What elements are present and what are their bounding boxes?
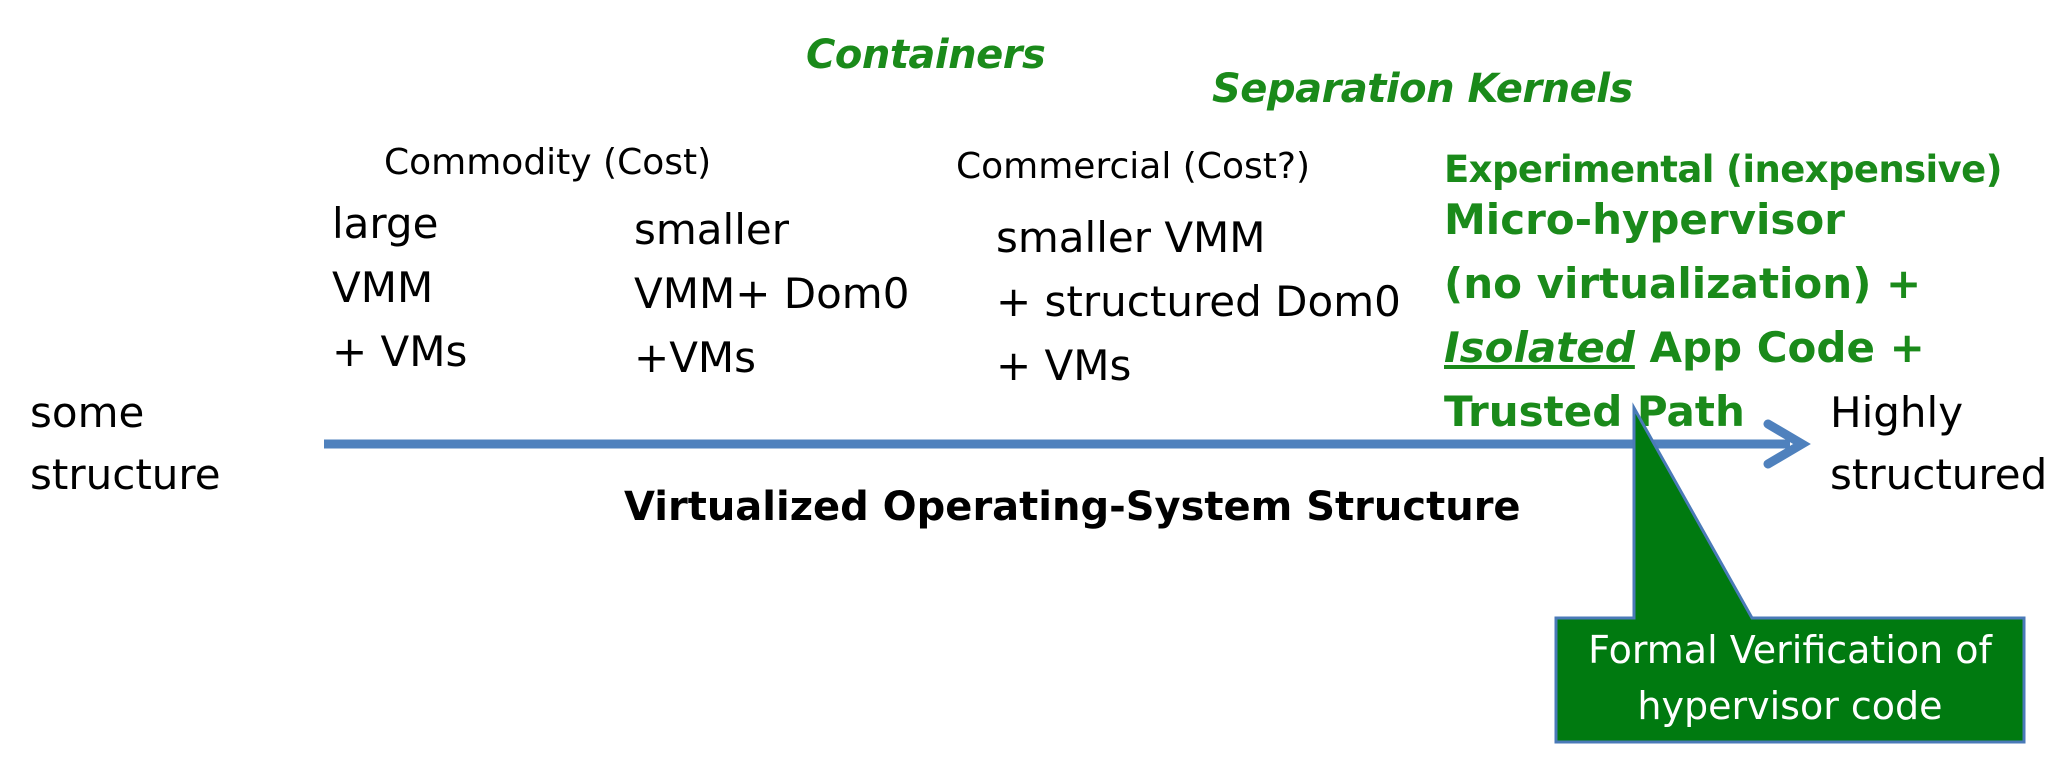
stack-structured-line: + structured Dom0 bbox=[996, 277, 1401, 326]
callout-box bbox=[1554, 402, 2026, 744]
micro-line-1: Micro-hypervisor bbox=[1444, 195, 1845, 244]
stack-structured-dom0: smaller VMM + structured Dom0 + VMs bbox=[996, 206, 1401, 398]
category-experimental: Experimental (inexpensive) bbox=[1444, 148, 2003, 191]
stack-smaller-line: VMM+ Dom0 bbox=[634, 269, 910, 318]
isolated-emphasis: Isolated bbox=[1444, 323, 1635, 372]
stack-large-vmm: large VMM + VMs bbox=[332, 192, 467, 384]
stack-large-line: + VMs bbox=[332, 327, 468, 376]
containers-heading: Containers bbox=[806, 32, 1046, 78]
stack-structured-line: + VMs bbox=[996, 341, 1132, 390]
stack-micro-hypervisor: Micro-hypervisor (no virtualization) + I… bbox=[1444, 188, 1925, 444]
axis-left-line: some bbox=[30, 388, 145, 437]
category-commodity: Commodity (Cost) bbox=[384, 142, 712, 183]
micro-line-2: (no virtualization) + bbox=[1444, 259, 1922, 308]
callout-formal-verification: Formal Verification of hypervisor code bbox=[1588, 628, 1992, 728]
axis-left-line: structure bbox=[30, 450, 221, 499]
separation-kernels-heading: Separation Kernels bbox=[1212, 66, 1633, 112]
stack-structured-line: smaller VMM bbox=[996, 213, 1266, 262]
stack-large-line: large bbox=[332, 199, 439, 248]
micro-line-3: Isolated App Code + bbox=[1444, 316, 1925, 380]
arrow-head bbox=[1763, 419, 1811, 469]
category-commercial: Commercial (Cost?) bbox=[956, 146, 1310, 187]
stack-smaller-vmm-dom0: smaller VMM+ Dom0 +VMs bbox=[634, 198, 909, 390]
axis-right-line: structured bbox=[1830, 450, 2048, 499]
axis-title: Virtualized Operating-System Structure bbox=[624, 484, 1521, 530]
micro-line-4: Trusted Path bbox=[1444, 387, 1745, 436]
axis-left-label: some structure bbox=[30, 382, 221, 506]
stack-smaller-line: +VMs bbox=[634, 333, 757, 382]
stack-smaller-line: smaller bbox=[634, 205, 789, 254]
axis-right-label: Highly structured bbox=[1830, 382, 2047, 506]
axis-right-line: Highly bbox=[1830, 388, 1964, 437]
micro-line-3-rest: App Code + bbox=[1634, 323, 1925, 372]
stack-large-line: VMM bbox=[332, 263, 434, 312]
